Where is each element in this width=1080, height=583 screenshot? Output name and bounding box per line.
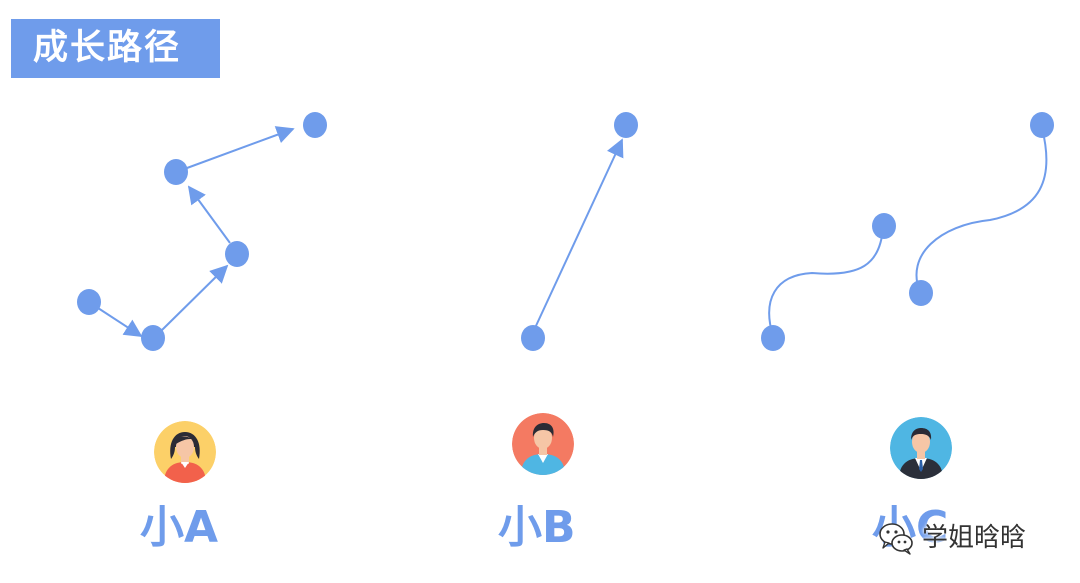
path-c-node [909,280,933,306]
path-a-arrow-2 [161,264,229,331]
woman-avatar-icon [154,421,216,483]
path-b [521,112,638,351]
path-b-node [614,112,638,138]
person-label-b: 小B [498,502,576,553]
path-c-curve-2 [915,127,1048,293]
wechat-icon [876,518,916,558]
page-title: 成长路径 [33,28,182,68]
path-a-arrow-4 [186,126,295,169]
path-a-node [141,325,165,351]
path-c-node [1030,112,1054,138]
path-c-node [761,325,785,351]
person-label-a: 小A [140,502,219,553]
path-b-node [521,325,545,351]
page-title-box: 成长路径 [11,19,220,78]
businessman-avatar-icon [890,417,952,479]
path-a-node [164,159,188,185]
watermark: 学姐晗晗 [876,518,1026,558]
path-c-node [872,213,896,239]
path-a-node [225,241,249,267]
path-c [761,112,1054,351]
path-a [77,112,327,351]
path-b-arrow [534,138,624,329]
path-c-curve-1 [768,227,884,337]
path-a-node [303,112,327,138]
man-avatar-icon [512,413,574,475]
path-a-arrow-3 [187,185,231,244]
watermark-text: 学姐晗晗 [922,523,1027,553]
path-a-arrow-1 [97,307,143,337]
path-a-node [77,289,101,315]
